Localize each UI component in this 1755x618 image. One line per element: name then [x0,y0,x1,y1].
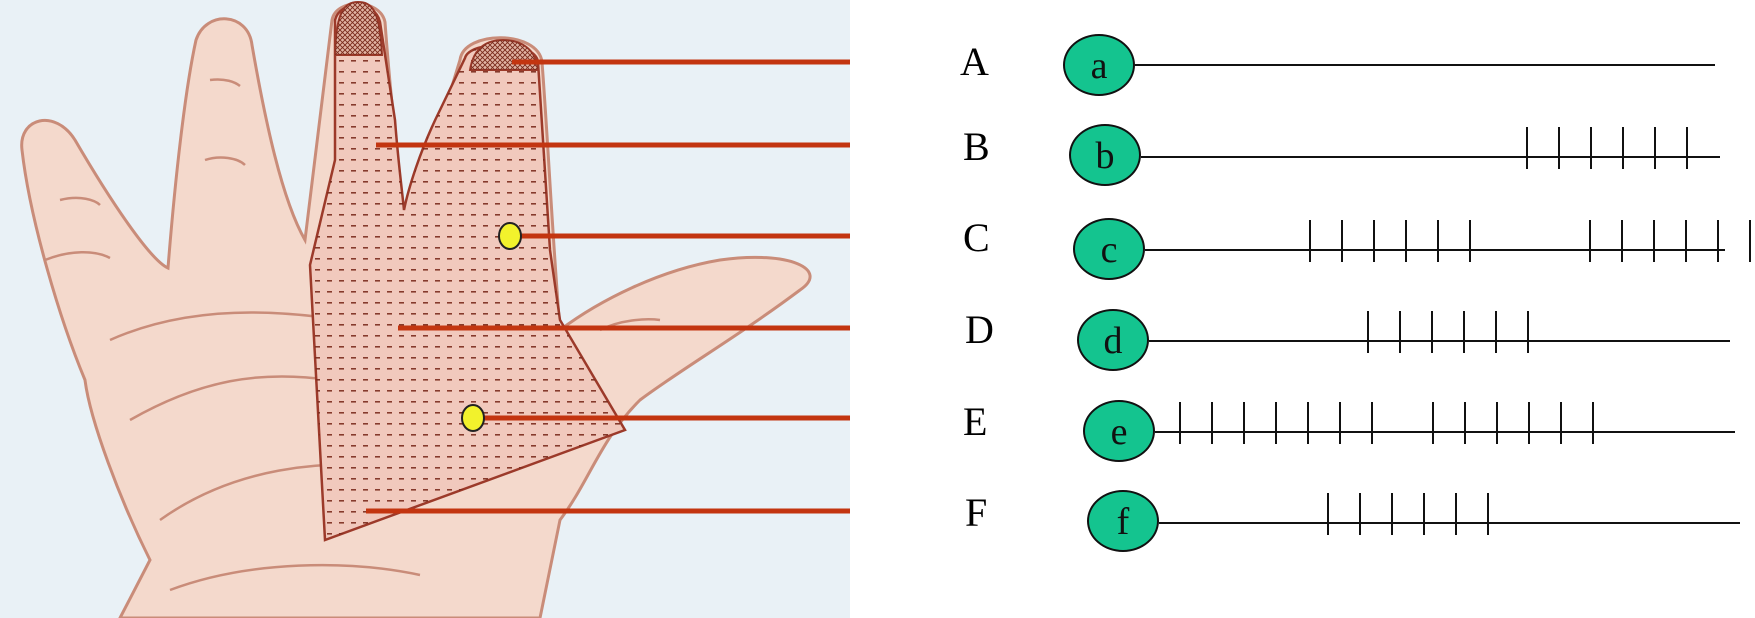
nerve-badge-b: b [1069,124,1141,186]
zone-label-d: D [965,307,994,352]
zone-label-b: B [963,124,990,169]
nerve-badge-label: d [1103,320,1123,362]
zone-label-a: A [960,39,989,84]
yellow-dot-marker [498,222,522,250]
nerve-trace-e [1155,402,1735,444]
zone-label-f: F [965,490,988,535]
nerve-badge-label: e [1110,411,1128,453]
nerve-badge-e: e [1083,400,1155,462]
nerve-trace-f [1159,493,1740,535]
nerve-trace-c [1145,220,1751,262]
zone-label-e: E [963,399,988,444]
hand-illustration [0,0,850,618]
nerve-badge-label: b [1095,135,1115,177]
zone-label-c: C [963,215,990,260]
nerve-badge-f: f [1087,490,1159,552]
nerve-trace-d [1149,311,1730,353]
nerve-badge-d: d [1077,309,1149,371]
nerve-trace-b [1141,127,1720,169]
leader-lines [366,59,850,514]
nerve-badge-label: c [1100,229,1118,271]
yellow-dot-marker [461,404,485,432]
hand-diagram [0,0,850,618]
nerve-badge-c: c [1073,218,1145,280]
nerve-badge-a: a [1063,34,1135,96]
nerve-badge-label: a [1090,45,1108,87]
nerve-badge-label: f [1116,501,1130,543]
